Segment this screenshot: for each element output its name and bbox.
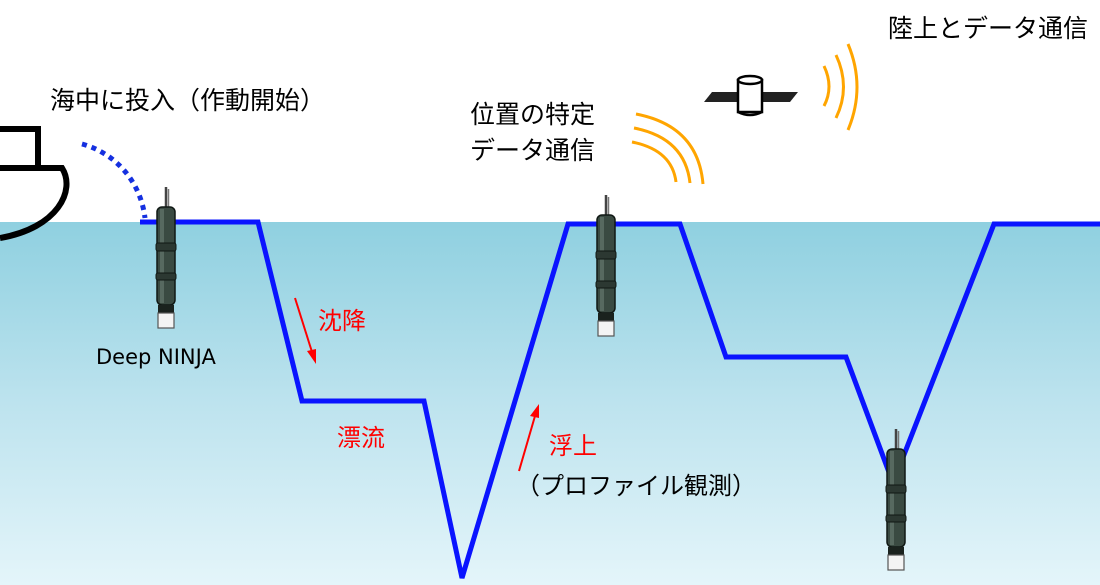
drift-label: 漂流 <box>337 424 385 452</box>
ship-icon <box>0 126 70 241</box>
position-label: 位置の特定 <box>470 100 596 129</box>
signal-waves-icon <box>631 112 705 185</box>
ascend-arrow-icon <box>518 404 539 472</box>
signal-waves-icon <box>822 43 859 131</box>
sink-label: 沈降 <box>318 307 366 335</box>
float-instrument-icon <box>154 185 178 330</box>
land-comm-label: 陸上とデータ通信 <box>888 14 1089 43</box>
ascend-label: 浮上 <box>549 432 597 460</box>
profile-label: （プロファイル観測） <box>516 472 756 500</box>
data-comm-label: データ通信 <box>470 136 596 165</box>
float-trajectory <box>140 219 1100 579</box>
float-instrument-icon <box>594 193 618 338</box>
deploy-label: 海中に投入（作動開始） <box>50 86 326 115</box>
float-instrument-icon <box>884 427 908 572</box>
sink-arrow-icon <box>294 297 316 364</box>
satellite-icon <box>704 74 798 117</box>
deploy-rope <box>81 141 148 219</box>
float-name-label: Deep NINJA <box>96 345 216 369</box>
